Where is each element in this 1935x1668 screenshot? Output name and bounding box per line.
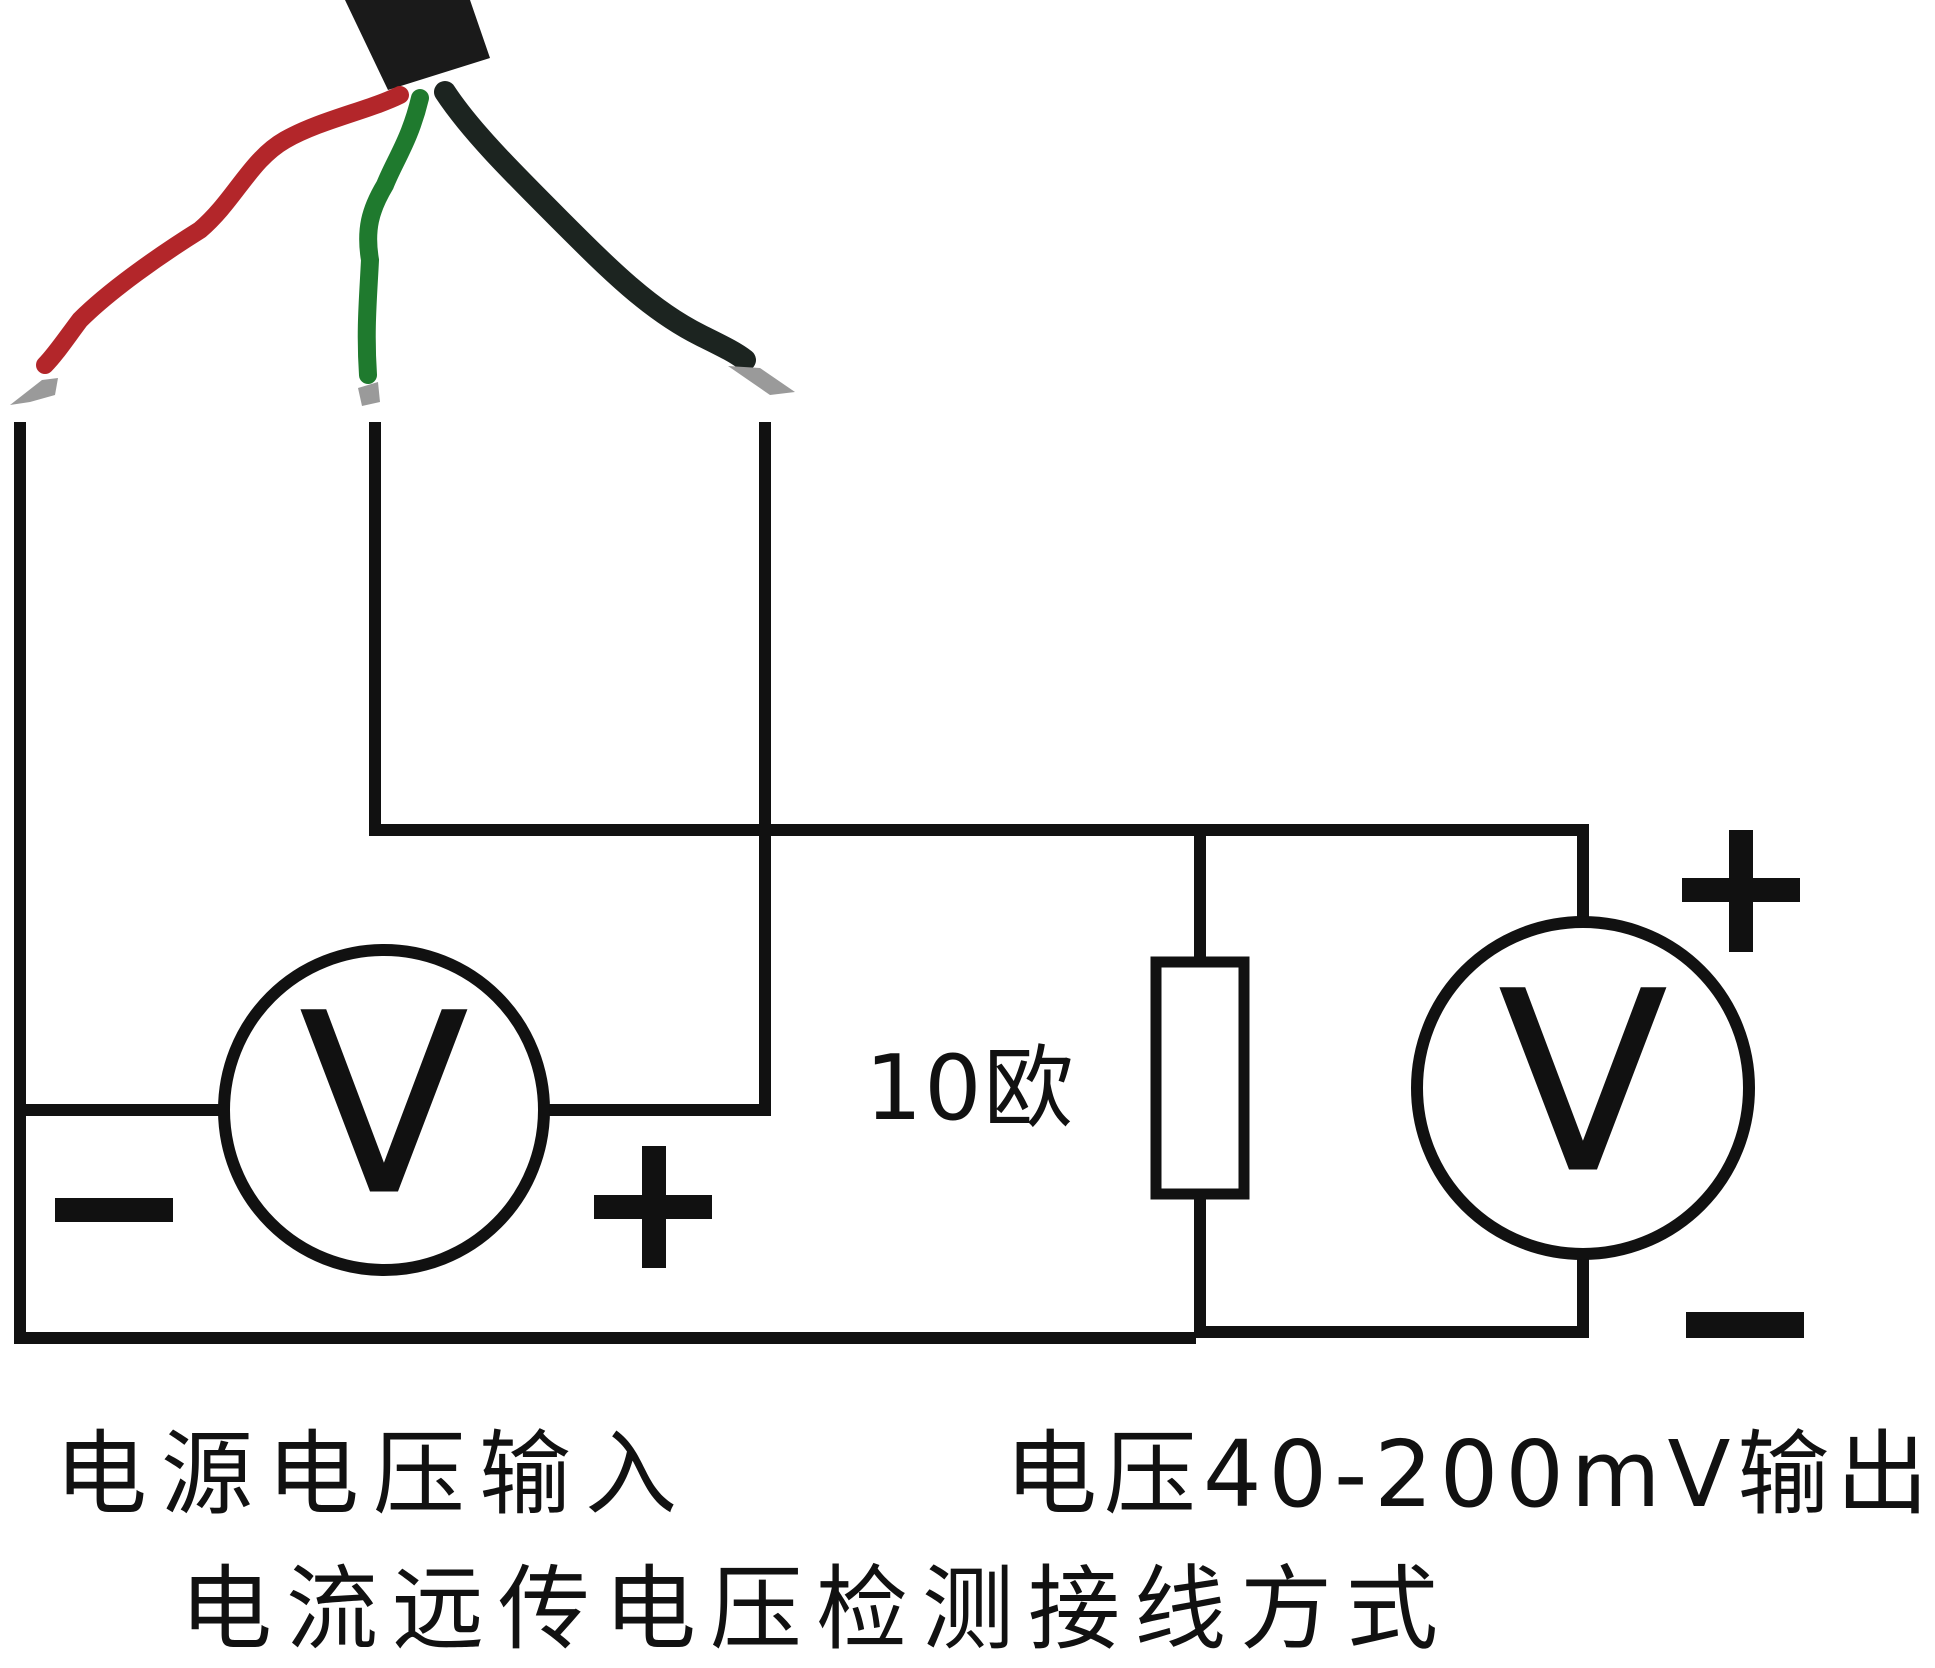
diagram-title: 电流远传电压检测接线方式: [180, 1556, 1453, 1663]
input-meter-symbol: V: [298, 960, 469, 1251]
wire-top-rail: [759, 824, 1589, 926]
black-wire-tip: [728, 366, 795, 395]
output-minus-sign: [1686, 1312, 1804, 1338]
wire-right-meter-neg: [1194, 1249, 1589, 1338]
wire-black-lead: [540, 422, 771, 1116]
output-plus-sign: [1682, 830, 1800, 952]
red-wire: [36, 86, 409, 374]
circuit-wires: [14, 422, 1589, 1344]
resistor-label: 10欧: [865, 1036, 1076, 1141]
input-plus-sign: [594, 1146, 712, 1268]
input-label: 电源电压输入: [55, 1421, 692, 1528]
circuit-diagram: V V: [10, 0, 1804, 1344]
green-wire: [357, 89, 429, 384]
black-wire: [434, 81, 756, 371]
output-label: 电压40-200mV输出: [1005, 1421, 1935, 1528]
voltmeter-icon: [1411, 916, 1755, 1260]
output-meter-symbol: V: [1497, 938, 1668, 1229]
red-wire-tip: [10, 378, 58, 405]
three-wire-cable-icon: [10, 0, 795, 406]
output-voltmeter: V: [1411, 830, 1804, 1338]
voltmeter-icon: [218, 944, 550, 1276]
input-minus-sign: [55, 1198, 173, 1222]
green-wire-tip: [358, 382, 380, 406]
wire-green-lead: [369, 422, 771, 836]
input-voltmeter: V: [55, 944, 712, 1276]
cable-jacket: [345, 0, 490, 90]
resistor-icon: [1150, 956, 1250, 1200]
